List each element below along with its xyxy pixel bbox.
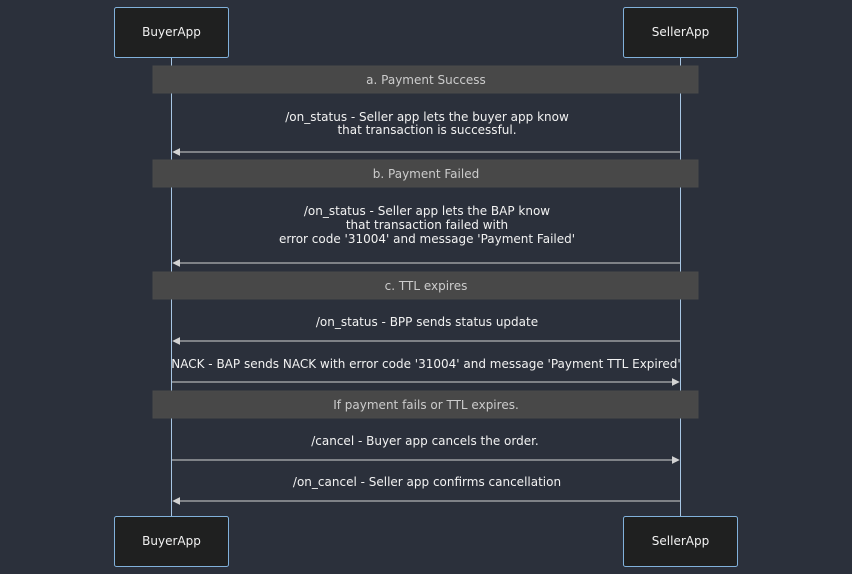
message-line: /on_cancel - Seller app confirms cancell… [293, 475, 561, 489]
note-label: a. Payment Success [366, 73, 486, 87]
note-label: b. Payment Failed [373, 167, 479, 181]
participant-seller-bottom: SellerApp [623, 516, 738, 567]
participant-buyer-top: BuyerApp [114, 7, 229, 58]
note-payment-success: a. Payment Success [152, 65, 699, 94]
participant-label: SellerApp [652, 25, 709, 39]
message-line: that transaction failed with [346, 218, 508, 232]
message-on-status-success: /on_status - Seller app lets the buyer a… [172, 110, 680, 156]
participant-label: BuyerApp [142, 25, 201, 39]
message-line: NACK - BAP sends NACK with error code '3… [171, 357, 680, 371]
message-line: /on_status - Seller app lets the BAP kno… [304, 204, 550, 218]
participant-label: SellerApp [652, 534, 709, 548]
note-payment-failed: b. Payment Failed [152, 159, 699, 188]
message-line: /on_status - BPP sends status update [316, 315, 538, 329]
participant-seller-top: SellerApp [623, 7, 738, 58]
message-line: /on_status - Seller app lets the buyer a… [285, 110, 569, 124]
message-nack: NACK - BAP sends NACK with error code '3… [171, 357, 681, 386]
note-label: If payment fails or TTL expires. [333, 398, 519, 412]
note-label: c. TTL expires [385, 279, 468, 293]
message-line: /cancel - Buyer app cancels the order. [311, 434, 539, 448]
note-fails-or-expires: If payment fails or TTL expires. [152, 390, 699, 419]
participant-buyer-bottom: BuyerApp [114, 516, 229, 567]
message-on-status-failed: /on_status - Seller app lets the BAP kno… [172, 204, 680, 267]
note-ttl-expires: c. TTL expires [152, 271, 699, 300]
message-line: error code '31004' and message 'Payment … [279, 232, 575, 246]
message-on-status-update: /on_status - BPP sends status update [172, 315, 680, 345]
message-line: that transaction is successful. [337, 123, 516, 137]
message-on-cancel: /on_cancel - Seller app confirms cancell… [172, 475, 680, 505]
participant-label: BuyerApp [142, 534, 201, 548]
message-cancel: /cancel - Buyer app cancels the order. [172, 434, 680, 464]
